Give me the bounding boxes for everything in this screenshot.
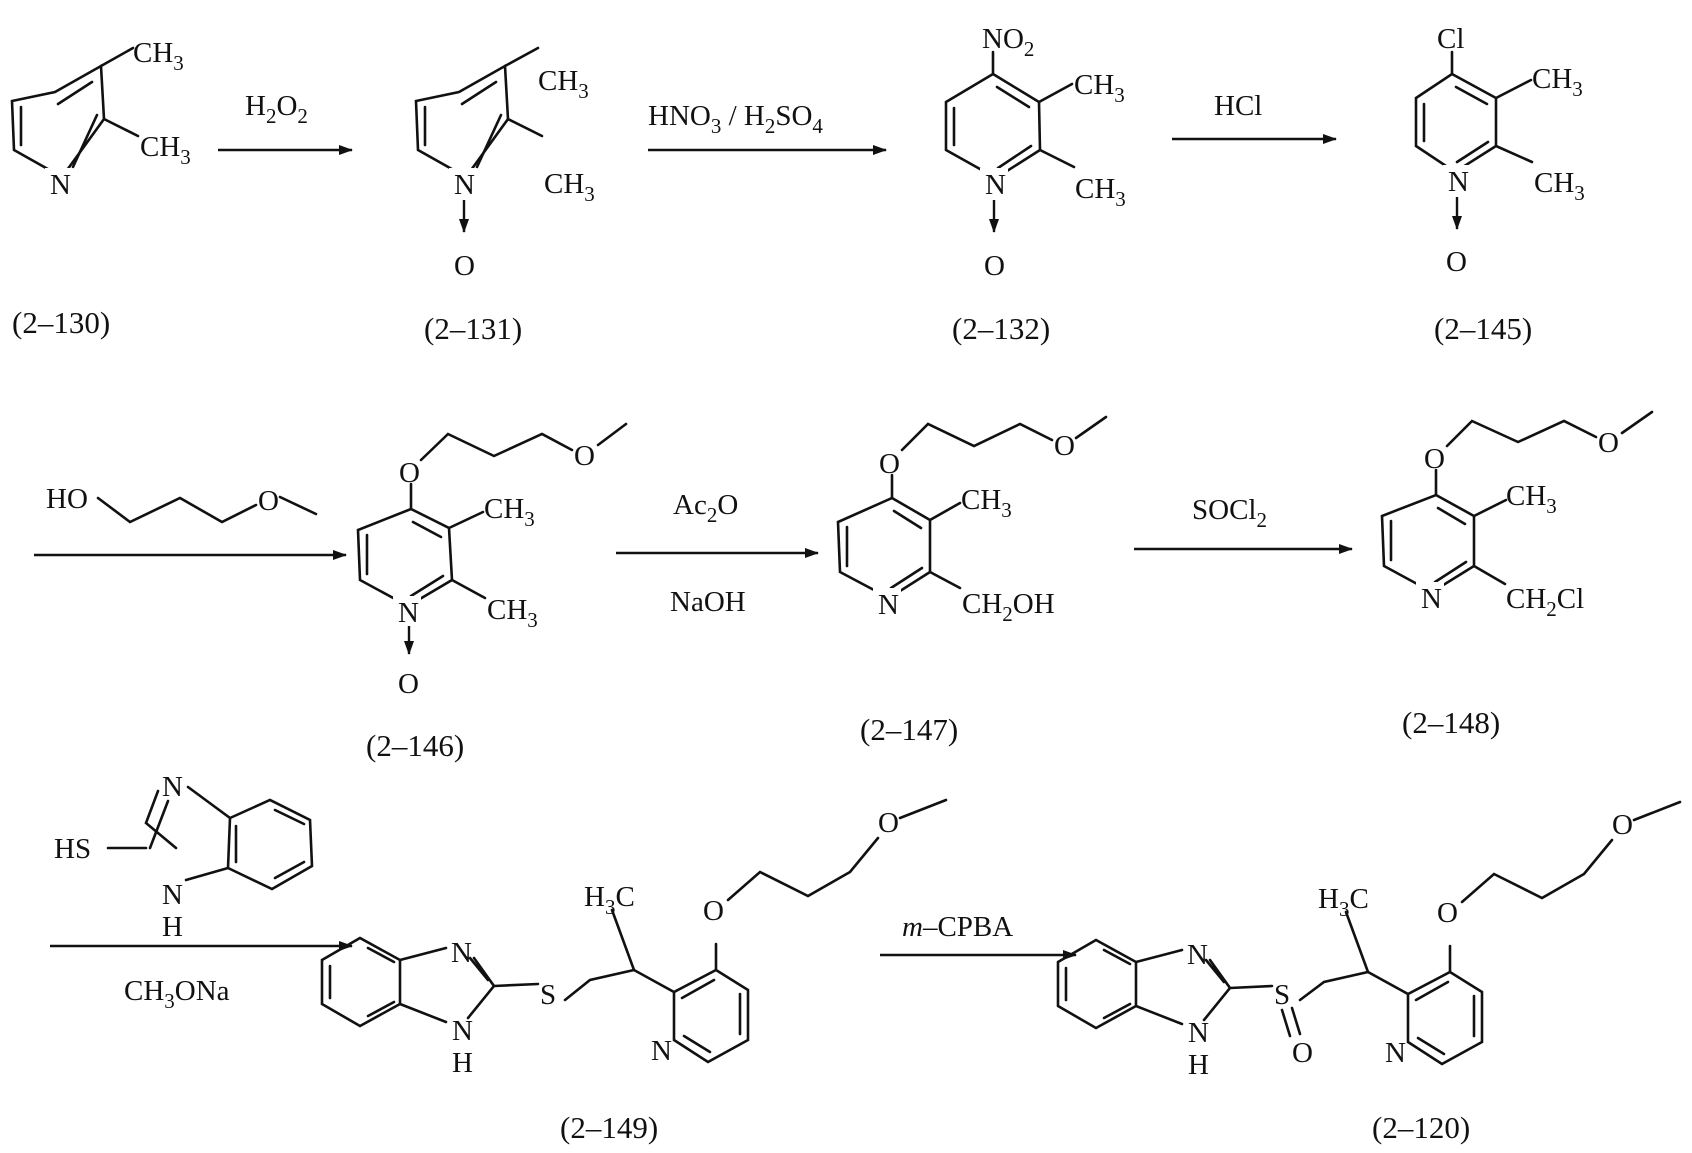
compound-label-2-132: (2–132) — [952, 311, 1050, 346]
compound-2-131-structure: N O CH3 CH3 — [414, 46, 595, 282]
ch2cl: CH2Cl — [1506, 583, 1584, 621]
ch3: CH3 — [961, 484, 1012, 522]
reagent-methoxypropanol: HO O — [46, 483, 318, 524]
compound-label-2-145: (2–145) — [1434, 311, 1532, 346]
sulfur: S — [1274, 979, 1290, 1011]
o-label: O — [258, 485, 279, 517]
no2-group: NO2 — [982, 23, 1034, 61]
compound-2-130-structure: N CH3 CH3 — [10, 37, 191, 201]
ch3-bottom: CH3 — [140, 131, 191, 169]
ch2oh: CH2OH — [962, 588, 1055, 626]
methoxy-o: O — [574, 440, 595, 472]
ch3-top: CH3 — [484, 493, 535, 531]
atom-cl: Cl — [1437, 23, 1464, 55]
compound-2-120-structure: N N H S O N O O H3C — [1056, 800, 1682, 1081]
atom-o: O — [1446, 246, 1467, 278]
methoxy-o: O — [1054, 430, 1075, 462]
reagent-socl2: SOCl2 — [1192, 494, 1267, 532]
reagent-ac2o: Ac2O — [673, 489, 738, 527]
compound-label-2-131: (2–131) — [424, 311, 522, 346]
ether-o: O — [1437, 897, 1458, 929]
atom-n: N — [454, 169, 475, 201]
hs-label: HS — [54, 833, 91, 865]
atom-o: O — [984, 250, 1005, 282]
atom-o: O — [454, 250, 475, 282]
compound-2-148-structure: O O N CH3 CH2Cl — [1380, 410, 1654, 621]
amine-n: N — [452, 1015, 473, 1047]
sulfoxide-o: O — [1292, 1037, 1313, 1069]
compound-2-149-structure: N N H S N O O H3C — [320, 798, 948, 1079]
amine-n: N — [1188, 1017, 1209, 1049]
atom-n: N — [1421, 583, 1442, 615]
amine-h: H — [1188, 1049, 1209, 1081]
compound-2-147-structure: O O N CH3 CH2OH — [836, 415, 1108, 626]
ch3-top: CH3 — [1532, 63, 1583, 101]
compound-label-2-147: (2–147) — [860, 712, 958, 747]
compound-label-2-130: (2–130) — [12, 305, 110, 340]
methoxy-o: O — [1612, 809, 1633, 841]
atom-n: N — [398, 597, 419, 629]
reagent-h2o2: H2O2 — [245, 90, 308, 128]
reagent-nitration: HNO3 / H2SO4 — [648, 100, 823, 138]
ch3-top: CH3 — [1074, 69, 1125, 107]
compound-2-132-structure: N O NO2 CH3 CH3 — [944, 23, 1126, 282]
compound-2-145-structure: N O Cl CH3 CH3 — [1414, 23, 1585, 278]
atom-o: O — [398, 668, 419, 700]
compound-2-146-structure: O O N O CH3 CH3 — [356, 422, 628, 700]
imine-n: N — [451, 937, 472, 969]
methoxy-o: O — [878, 807, 899, 839]
reagent-hcl: HCl — [1214, 90, 1262, 122]
amine-h: H — [452, 1047, 473, 1079]
reagent-ch3ona: CH3ONa — [124, 975, 230, 1013]
imine-n: N — [1187, 939, 1208, 971]
ether-o: O — [1424, 443, 1445, 475]
ch3: CH3 — [1506, 480, 1557, 518]
reagent-naoh: NaOH — [670, 586, 746, 618]
compound-label-2-149: (2–149) — [560, 1110, 658, 1145]
ch3-bottom: CH3 — [544, 168, 595, 206]
h3c: H3C — [1318, 883, 1369, 921]
atom-n: N — [878, 589, 899, 621]
pyridine-n: N — [651, 1035, 672, 1067]
reagent-mcpba: m–CPBA — [902, 911, 1013, 943]
ch3-top: CH3 — [133, 37, 184, 75]
methoxy-o: O — [1598, 427, 1619, 459]
ether-o: O — [703, 895, 724, 927]
ho-label: HO — [46, 483, 88, 515]
pyridine-n: N — [1385, 1037, 1406, 1069]
atom-n: N — [50, 169, 71, 201]
atom-n: N — [1448, 166, 1469, 198]
ch3-bottom: CH3 — [1075, 173, 1126, 211]
reagent-mercaptobenzimidazole: HS N N H — [54, 771, 314, 943]
compound-label-2-146: (2–146) — [366, 728, 464, 763]
ether-o: O — [879, 448, 900, 480]
sulfur: S — [540, 979, 556, 1011]
atom-n: N — [985, 169, 1006, 201]
h3c: H3C — [584, 881, 635, 919]
compound-label-2-120: (2–120) — [1372, 1110, 1470, 1145]
ether-o: O — [399, 457, 420, 489]
compound-label-2-148: (2–148) — [1402, 705, 1500, 740]
imine-n: N — [162, 771, 183, 803]
ch3-bottom: CH3 — [487, 594, 538, 632]
amine-h: H — [162, 911, 183, 943]
amine-n: N — [162, 879, 183, 911]
ch3-bottom: CH3 — [1534, 167, 1585, 205]
ch3-top: CH3 — [538, 65, 589, 103]
